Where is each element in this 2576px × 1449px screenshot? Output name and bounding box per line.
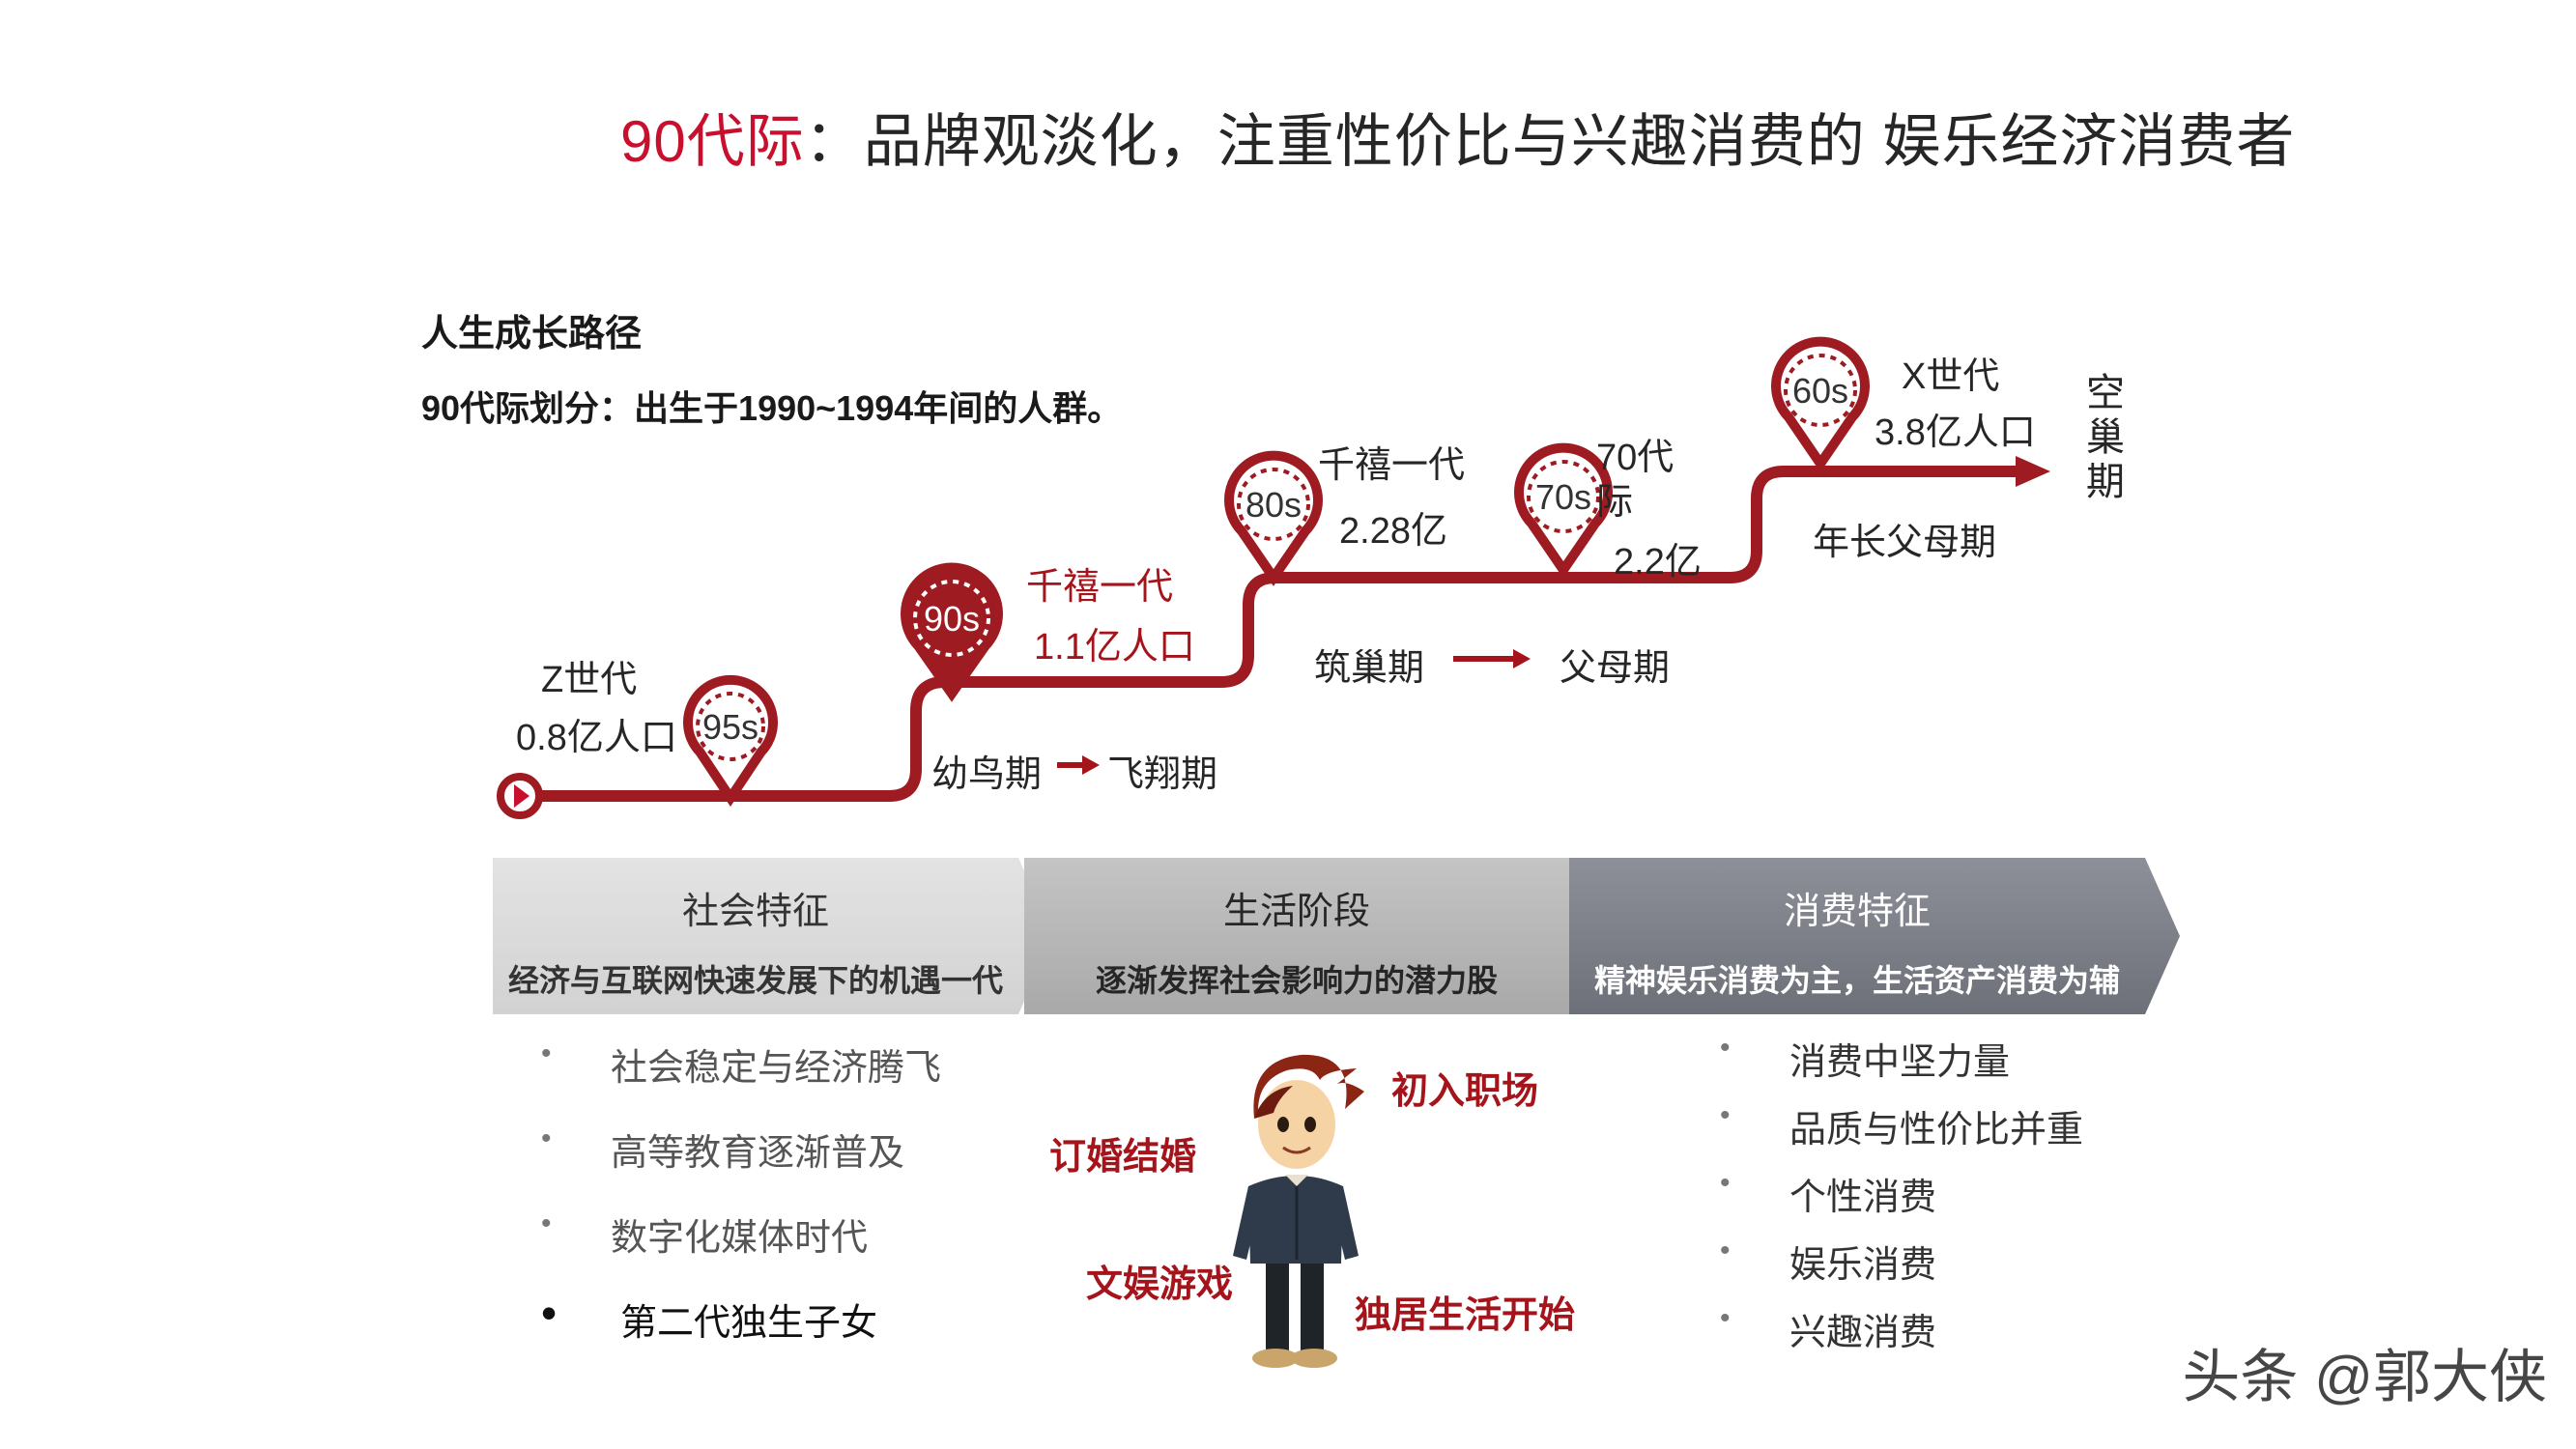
list-item: 第二代独生子女	[541, 1293, 941, 1378]
z-gen-name: Z世代	[541, 649, 637, 702]
millennial-90-population: 1.1亿人口	[1034, 616, 1195, 669]
young-person-illustration	[1219, 1041, 1374, 1376]
consumer-traits-list: 消费中坚力量 品质与性价比并重 个性消费 娱乐消费 兴趣消费	[1720, 1032, 2083, 1370]
watermark: 头条 @郭大侠	[2182, 1330, 2547, 1414]
millennial-90-name: 千禧一代	[1026, 556, 1173, 610]
marker-pin-90s: 90s	[905, 567, 998, 694]
marker-pin-80s: 80s	[1229, 456, 1318, 578]
social-traits-list: 社会稳定与经济腾飞 高等教育逐渐普及 数字化媒体时代 第二代独生子女	[541, 1037, 941, 1378]
life-label-entertainment: 文娱游戏	[1086, 1254, 1233, 1307]
millennial-80-population: 2.28亿	[1339, 500, 1447, 554]
marker-pin-60s: 60s	[1776, 342, 1865, 464]
stage-arrow-1	[1057, 755, 1100, 775]
marker-label: 95s	[702, 707, 758, 747]
chevron-subtitle: 精神娱乐消费为主，生活资产消费为辅	[1569, 956, 2145, 1001]
marker-label: 60s	[1792, 371, 1848, 411]
chevron-subtitle: 逐渐发挥社会影响力的潜力股	[1024, 956, 1569, 1001]
marker-label: 90s	[924, 599, 980, 639]
gen70-population: 2.2亿	[1614, 531, 1702, 584]
list-item: 品质与性价比并重	[1720, 1099, 2083, 1167]
start-play-icon	[501, 777, 539, 815]
chevron-consumer-traits: 消费特征 精神娱乐消费为主，生活资产消费为辅	[1569, 858, 2180, 1014]
marker-label: 70s	[1535, 477, 1591, 517]
stage-arrow-2	[1453, 649, 1531, 668]
life-label-first-job: 初入职场	[1391, 1061, 1538, 1114]
stage-flying: 飞翔期	[1107, 744, 1217, 797]
chevron-social-traits: 社会特征 经济与互联网快速发展下的机遇一代	[493, 858, 1053, 1014]
z-gen-population: 0.8亿人口	[516, 707, 677, 760]
millennial-80-name: 千禧一代	[1318, 435, 1465, 488]
gen70-name-line2: 际	[1596, 471, 1633, 525]
chevron-heading: 生活阶段	[1024, 881, 1569, 934]
marker-label: 80s	[1245, 485, 1302, 525]
life-label-living-alone: 独居生活开始	[1355, 1285, 1575, 1338]
marker-pin-70s: 70s	[1519, 448, 1608, 570]
chevron-heading: 消费特征	[1569, 881, 2145, 934]
list-item: 社会稳定与经济腾飞	[541, 1037, 941, 1122]
list-item: 消费中坚力量	[1720, 1032, 2083, 1099]
list-item: 高等教育逐渐普及	[541, 1122, 941, 1208]
path-arrowhead	[2016, 456, 2050, 487]
chevron-heading: 社会特征	[493, 881, 1018, 934]
stage-older-parents: 年长父母期	[1813, 512, 1996, 565]
list-item: 娱乐消费	[1720, 1235, 2083, 1302]
list-item: 数字化媒体时代	[541, 1208, 941, 1293]
list-item: 兴趣消费	[1720, 1302, 2083, 1370]
life-label-marriage: 订婚结婚	[1049, 1126, 1196, 1179]
chevron-life-stage: 生活阶段 逐渐发挥社会影响力的潜力股	[1024, 858, 1604, 1014]
stage-empty-nest: 空巢期	[2083, 371, 2128, 504]
stage-fledgling: 幼鸟期	[931, 744, 1042, 797]
marker-pin-95s: 95s	[688, 680, 773, 798]
list-item: 个性消费	[1720, 1167, 2083, 1235]
stage-nesting: 筑巢期	[1314, 638, 1424, 691]
stage-parenting: 父母期	[1560, 638, 1670, 691]
x-gen-population: 3.8亿人口	[1875, 402, 2036, 455]
chevron-subtitle: 经济与互联网快速发展下的机遇一代	[493, 956, 1018, 1001]
x-gen-name: X世代	[1902, 346, 1999, 399]
